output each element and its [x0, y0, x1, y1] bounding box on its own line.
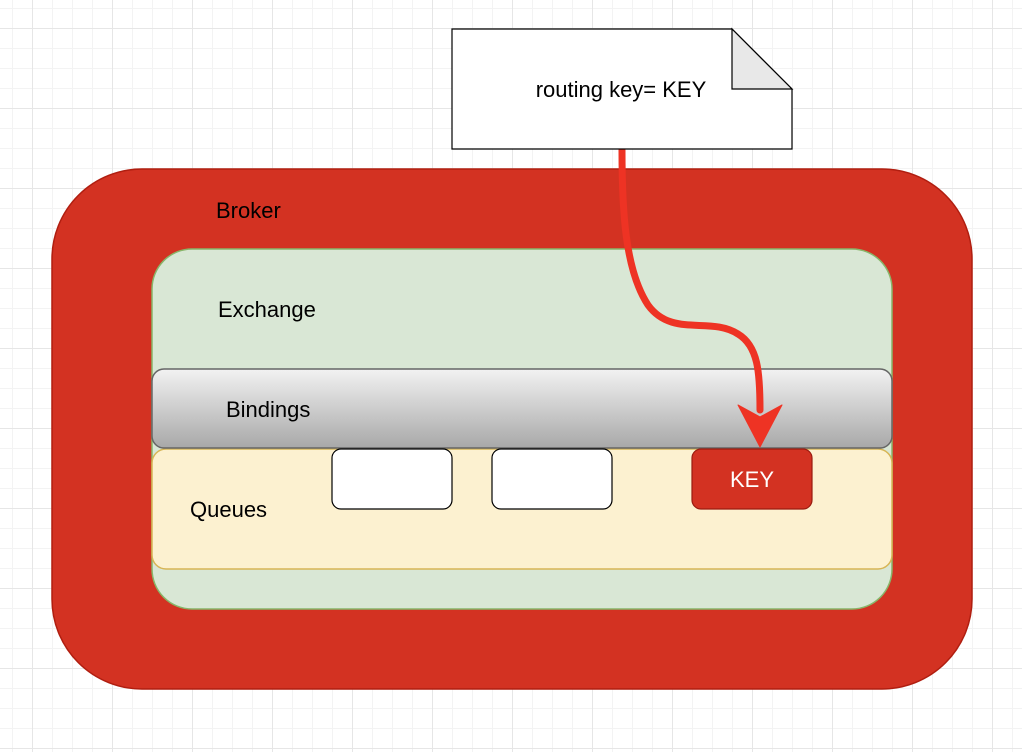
routing-arrow-line	[618, 146, 764, 414]
queues-label: Queues	[190, 497, 267, 522]
bindings-bar[interactable]	[151, 368, 893, 449]
message-note[interactable]	[451, 28, 793, 150]
routing-arrowhead	[737, 404, 783, 448]
queue-key-label: KEY	[730, 467, 774, 492]
message-routing-key-label: routing key= KEY	[536, 77, 707, 102]
queue-box-key[interactable]	[691, 448, 813, 510]
exchange-label: Exchange	[218, 297, 316, 322]
broker-label: Broker	[216, 198, 281, 223]
bindings-label: Bindings	[226, 397, 310, 422]
note-fold-corner	[731, 27, 794, 90]
queue-box-1[interactable]	[331, 448, 453, 510]
queue-box-2[interactable]	[491, 448, 613, 510]
